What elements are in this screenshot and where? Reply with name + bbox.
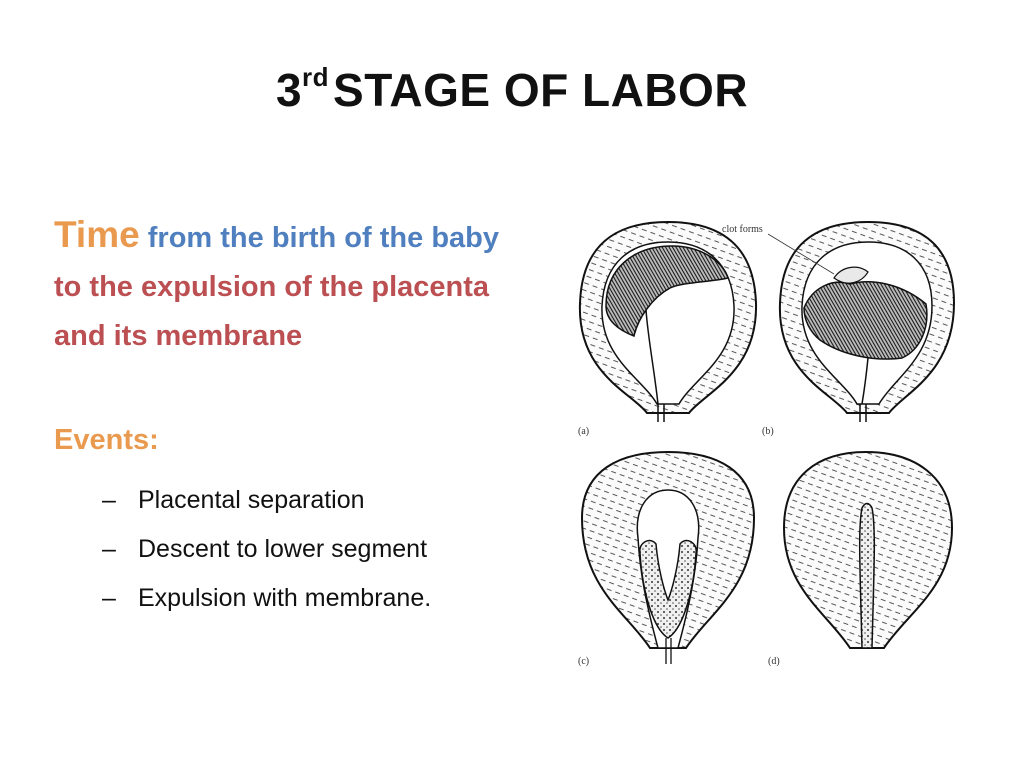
panel-c-label: (c) bbox=[578, 656, 589, 667]
uterus-diagram: (a) clot forms (b) (c) (d) bbox=[578, 220, 956, 667]
list-item: –Descent to lower segment bbox=[102, 525, 431, 574]
list-item: –Placental separation bbox=[102, 476, 431, 525]
clot-forms-annotation: clot forms bbox=[722, 224, 763, 235]
definition-term: Time bbox=[54, 214, 140, 255]
slide-title: 3rdSTAGE OF LABOR bbox=[0, 62, 1024, 117]
event-item-1: Placental separation bbox=[138, 486, 365, 514]
panel-a-diagram bbox=[578, 220, 758, 422]
panel-b-diagram bbox=[767, 220, 956, 422]
title-text: STAGE OF LABOR bbox=[333, 64, 749, 116]
definition-part2: baby bbox=[431, 222, 499, 254]
panel-d-label: (d) bbox=[768, 656, 780, 667]
definition-part3: to the expulsion of the placenta and its… bbox=[54, 271, 490, 352]
dash-bullet: – bbox=[102, 535, 116, 563]
definition-text: Time from the birth of the baby to the e… bbox=[54, 210, 534, 361]
event-item-2: Descent to lower segment bbox=[138, 535, 428, 563]
definition-part1: from the birth of the bbox=[147, 222, 424, 254]
title-number: 3 bbox=[275, 64, 303, 116]
dash-bullet: – bbox=[102, 584, 116, 612]
panel-c-diagram bbox=[580, 450, 756, 664]
title-superscript: rd bbox=[302, 62, 330, 92]
panel-a-label: (a) bbox=[578, 426, 589, 437]
panel-b-label: (b) bbox=[762, 426, 774, 437]
events-list: –Placental separation –Descent to lower … bbox=[102, 476, 431, 623]
events-heading: Events: bbox=[54, 424, 159, 456]
event-item-3: Expulsion with membrane. bbox=[138, 584, 432, 612]
dash-bullet: – bbox=[102, 486, 116, 514]
list-item: –Expulsion with membrane. bbox=[102, 574, 431, 623]
placenta-stages-figure: (a) clot forms (b) (c) (d) bbox=[572, 208, 956, 678]
panel-d-diagram bbox=[782, 450, 954, 649]
